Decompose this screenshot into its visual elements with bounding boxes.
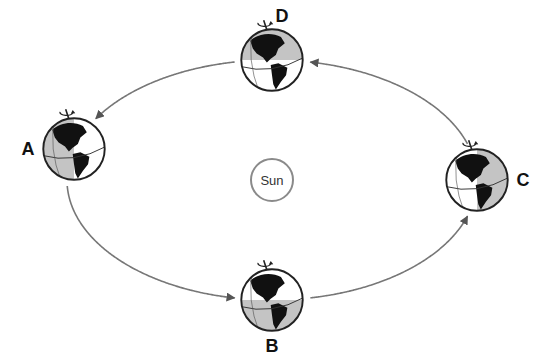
sun-label: Sun [260, 174, 283, 187]
position-letter: D [276, 7, 289, 25]
orbit-arrow [67, 186, 234, 298]
orbit-arrow [310, 216, 467, 298]
orbit-arrow [310, 62, 467, 144]
globe-illustration [445, 148, 509, 212]
earth-globe: C [445, 148, 509, 212]
earth-globe: B [240, 268, 304, 332]
globe-illustration [240, 28, 304, 92]
earth-globe: D [240, 28, 304, 92]
globe-illustration [240, 268, 304, 332]
position-letter: C [517, 171, 530, 189]
sun-circle: Sun [250, 158, 294, 202]
position-letter: A [21, 140, 34, 158]
globe-illustration [42, 117, 106, 181]
position-letter: B [266, 337, 279, 355]
earth-globe: A [42, 117, 106, 181]
orbit-arrow [96, 62, 235, 119]
